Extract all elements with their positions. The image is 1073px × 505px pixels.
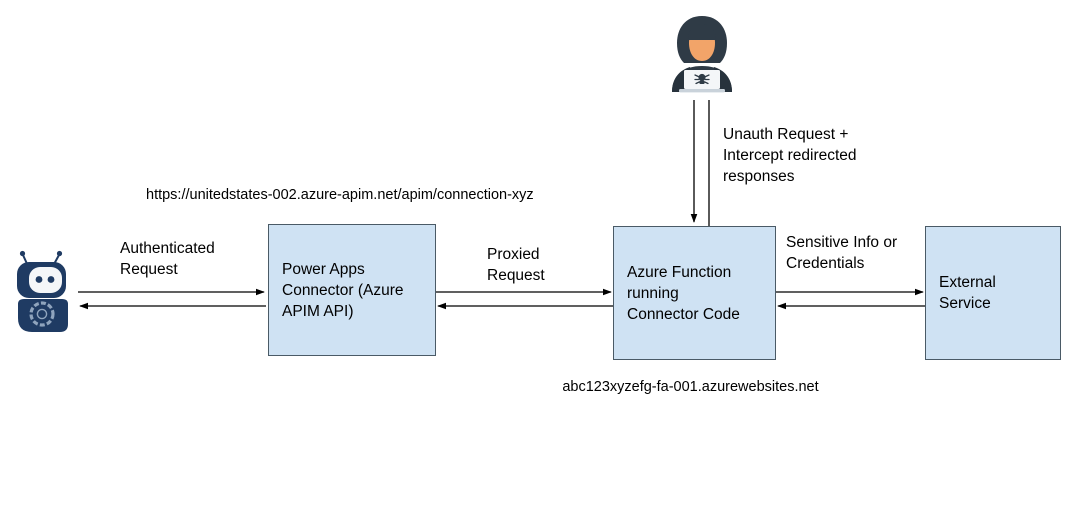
node-power-apps-connector-label: Power Apps Connector (Azure APIM API) (282, 260, 404, 320)
node-azure-function[interactable]: Azure Function running Connector Code (613, 226, 776, 360)
label-function-url: abc123xyzefg-fa-001.azurewebsites.net (562, 379, 819, 395)
hacker-hoodie-laptop-icon (672, 16, 732, 93)
label-apim-url: https://unitedstates-002.azure-apim.net/… (146, 187, 534, 203)
node-power-apps-connector[interactable]: Power Apps Connector (Azure APIM API) (268, 224, 436, 356)
label-authenticated-request: Authenticated Request (120, 240, 215, 278)
node-external-service-label: External Service (939, 274, 996, 312)
robot-bot-icon (17, 250, 68, 332)
node-external-service[interactable]: External Service (925, 226, 1061, 360)
label-sensitive-info: Sensitive Info or Credentials (786, 234, 898, 272)
label-unauth-request: Unauth Request + Intercept redirected re… (723, 126, 857, 185)
label-proxied-request: Proxied Request (487, 246, 545, 284)
node-azure-function-label: Azure Function running Connector Code (627, 263, 740, 323)
attacker-actor (660, 12, 744, 94)
bot-client-actor (12, 246, 72, 336)
